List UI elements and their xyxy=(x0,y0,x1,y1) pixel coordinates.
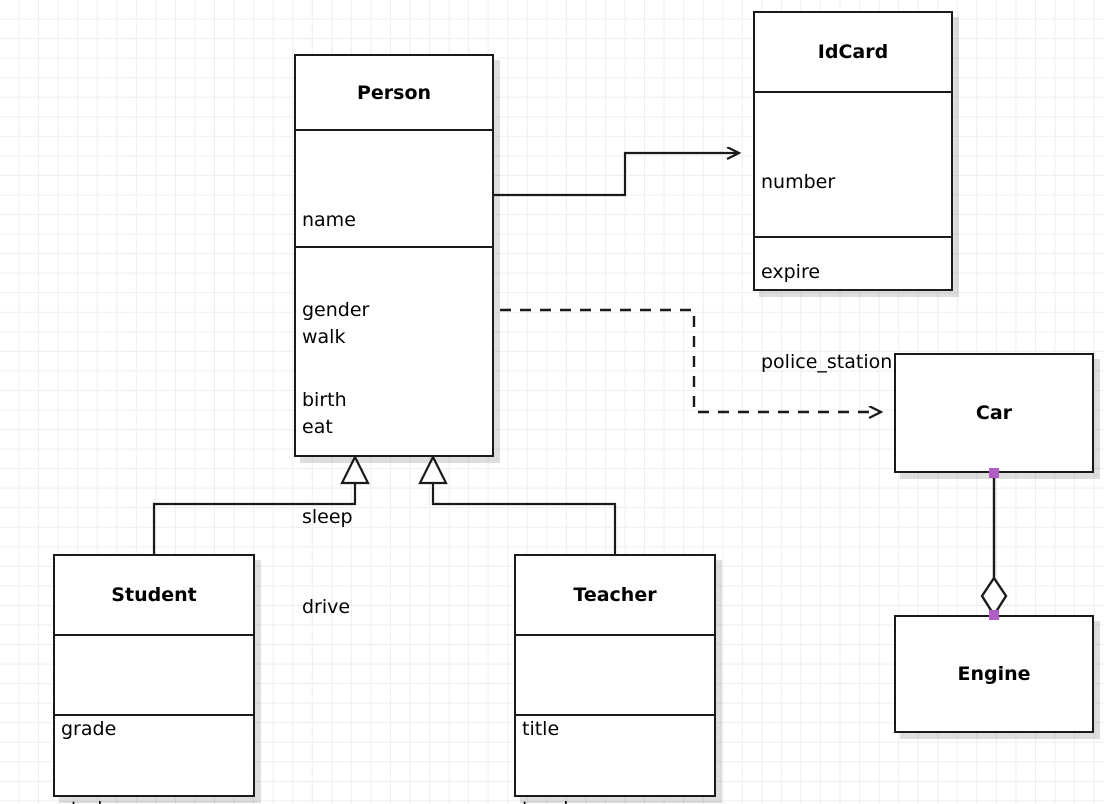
class-attributes-teacher: title xyxy=(516,634,714,740)
class-operations-teacher: teach xyxy=(516,714,714,804)
class-name-label: Teacher xyxy=(573,584,657,606)
attribute-item: number xyxy=(761,171,836,193)
class-operations-student: study xyxy=(55,714,253,804)
attribute-item: grade xyxy=(61,718,117,740)
class-box-engine[interactable]: Engine xyxy=(894,615,1094,733)
operation-item: study xyxy=(61,794,253,804)
edge-handle-target[interactable] xyxy=(989,610,999,620)
class-attributes-idcard: number expire police_station xyxy=(755,91,951,373)
class-operations-person: walk eat sleep drive xyxy=(296,246,492,618)
class-name-label: Engine xyxy=(957,663,1031,685)
class-title-teacher: Teacher xyxy=(516,556,714,634)
class-box-idcard[interactable]: IdCard number expire police_station xyxy=(753,11,953,373)
class-name-label: IdCard xyxy=(817,41,889,63)
class-attributes-student: grade xyxy=(55,634,253,740)
class-box-student[interactable]: Student grade study xyxy=(53,554,255,804)
edge-car-engine[interactable] xyxy=(980,473,1008,618)
class-title-person: Person xyxy=(296,56,492,129)
edge-person-idcard[interactable] xyxy=(494,153,739,197)
edge-handle-source[interactable] xyxy=(989,468,999,478)
class-operations-idcard xyxy=(755,236,951,289)
class-name-label: Person xyxy=(356,81,432,104)
attribute-item: gender xyxy=(302,299,370,321)
attribute-item: birth xyxy=(302,389,347,411)
class-name-label: Student xyxy=(111,584,197,606)
attribute-item: name xyxy=(302,209,356,231)
operation-item: walk xyxy=(302,326,346,348)
attribute-item: expire xyxy=(761,261,821,283)
class-attributes-person: name gender birth xyxy=(296,129,492,411)
attribute-item: title xyxy=(522,718,560,740)
operation-item: teach xyxy=(522,794,714,804)
operation-item: eat xyxy=(302,416,333,438)
attribute-item: police_station xyxy=(761,351,893,373)
operation-item: drive xyxy=(302,596,351,618)
class-box-person[interactable]: Person name gender birth walk eat sleep … xyxy=(294,54,494,618)
class-title-car: Car xyxy=(896,355,1092,471)
class-title-student: Student xyxy=(55,556,253,634)
operation-item: sleep xyxy=(302,506,353,528)
class-title-engine: Engine xyxy=(896,617,1092,731)
class-box-car[interactable]: Car xyxy=(894,353,1094,473)
class-box-teacher[interactable]: Teacher title teach xyxy=(514,554,716,804)
class-name-label: Car xyxy=(975,402,1013,424)
class-title-idcard: IdCard xyxy=(755,13,951,91)
